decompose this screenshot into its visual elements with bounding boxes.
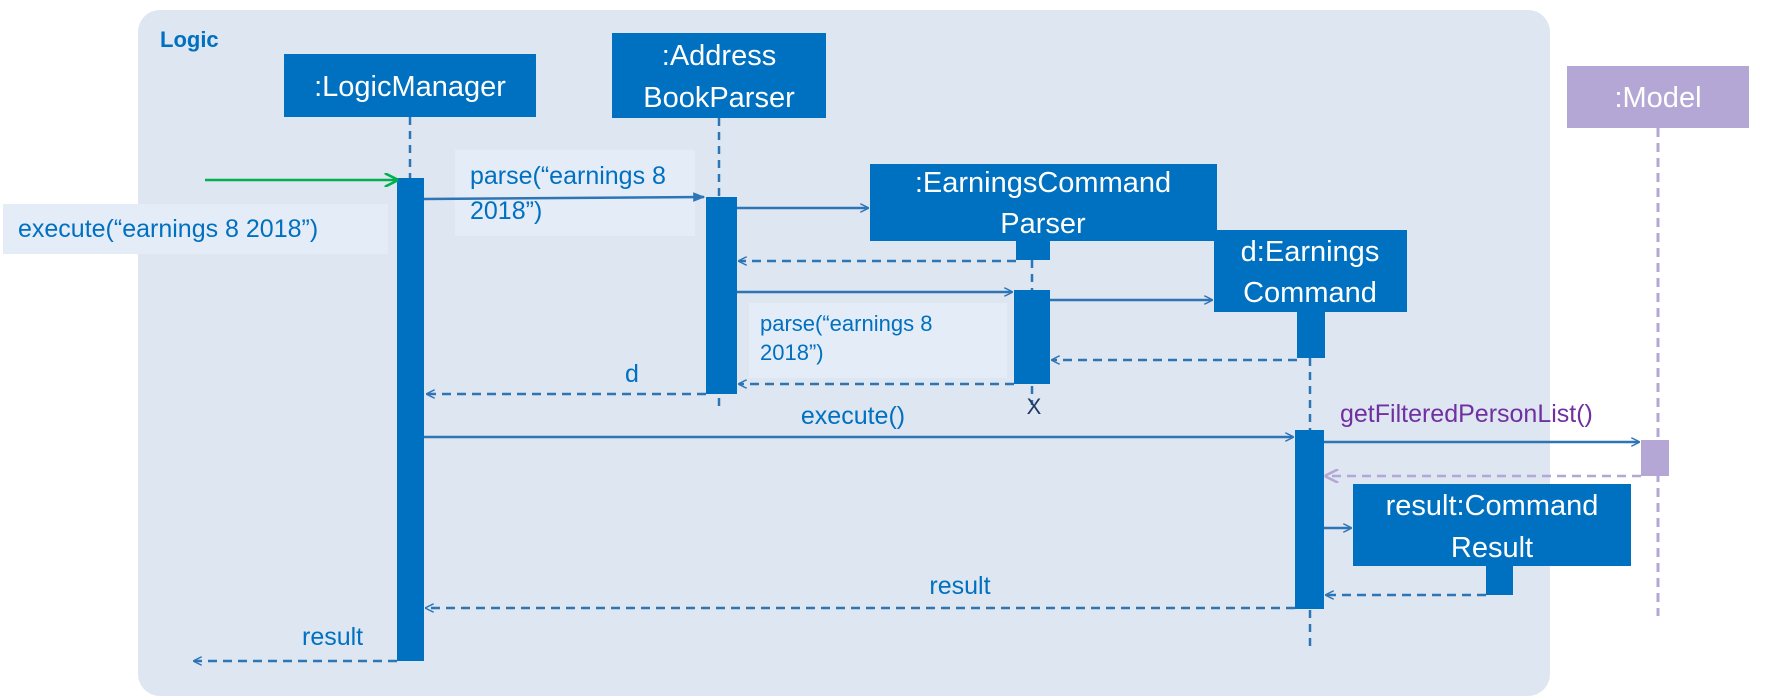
activation-earnings-command-creation [1297,312,1325,358]
execute-label: execute() [801,402,905,430]
parse-outer-label-line2: 2018”) [470,197,542,225]
parse-inner-label-line2: 2018”) [760,340,824,365]
participant-logic-manager: :LogicManager [284,54,536,117]
return-result-inner-label: result [929,572,990,600]
address-book-parser-label-line1: :Address [662,40,776,72]
parse-inner-label-bg [749,303,1007,378]
command-result-label-line1: result:Command [1386,490,1599,522]
get-filtered-person-list-label: getFilteredPersonList() [1340,400,1593,428]
earnings-command-label-line1: d:Earnings [1241,236,1380,268]
arrow-parse-outer [423,192,706,202]
return-result-outer-label: result [302,623,363,651]
parse-outer-label-bg [455,150,695,236]
activation-address-book-parser [706,197,737,394]
earnings-command-parser-label-line1: :EarningsCommand [915,167,1171,199]
earnings-command-label-line2: Command [1243,277,1377,309]
logic-frame-label: Logic [160,27,219,52]
participant-earnings-command: d:Earnings Command [1214,230,1407,312]
execute-input-label: execute(“earnings 8 2018”) [18,215,318,243]
execute-input-label-bg [3,204,388,254]
participant-address-book-parser: :Address BookParser [612,33,826,118]
activation-earnings-command [1295,430,1324,609]
activation-earnings-command-parser [1014,290,1050,384]
address-book-parser-label-line2: BookParser [643,82,795,114]
return-d-label: d [625,360,639,388]
destroy-mark: X [1027,394,1042,419]
participant-command-result: result:Command Result [1353,484,1631,566]
command-result-label-line2: Result [1451,532,1533,564]
participant-earnings-command-parser: :EarningsCommand Parser [870,164,1217,241]
earnings-command-parser-label-line2: Parser [1000,208,1086,240]
activation-model [1641,440,1669,476]
model-label: :Model [1614,82,1701,114]
parse-inner-label-line1: parse(“earnings 8 [760,311,932,336]
activation-earnings-command-parser-creation [1016,241,1050,260]
activation-logic-manager [397,178,424,661]
participant-model: :Model [1567,66,1749,128]
parse-outer-label-line1: parse(“earnings 8 [470,162,666,190]
logic-manager-label: :LogicManager [314,71,506,103]
activation-command-result [1486,566,1513,595]
